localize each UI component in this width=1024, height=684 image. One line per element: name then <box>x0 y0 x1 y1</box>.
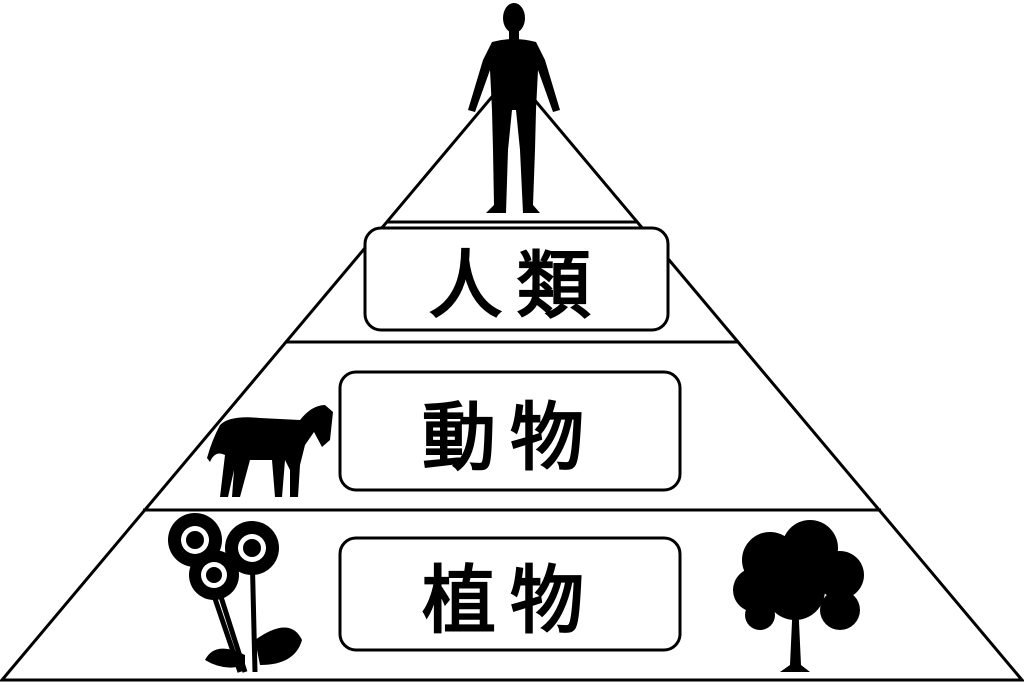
tier-label-plants: 植物 <box>422 557 598 644</box>
tier-label-animals: 動物 <box>422 394 598 481</box>
tree-icon <box>733 520 864 672</box>
horse-icon <box>207 405 333 497</box>
tier-label-humans: 人類 <box>428 242 605 329</box>
tier-box-humans <box>363 226 670 332</box>
tier-box-animals <box>338 370 682 492</box>
human-icon <box>468 3 560 213</box>
tier-box-plants <box>338 536 682 652</box>
sunflower-icon <box>168 513 302 673</box>
